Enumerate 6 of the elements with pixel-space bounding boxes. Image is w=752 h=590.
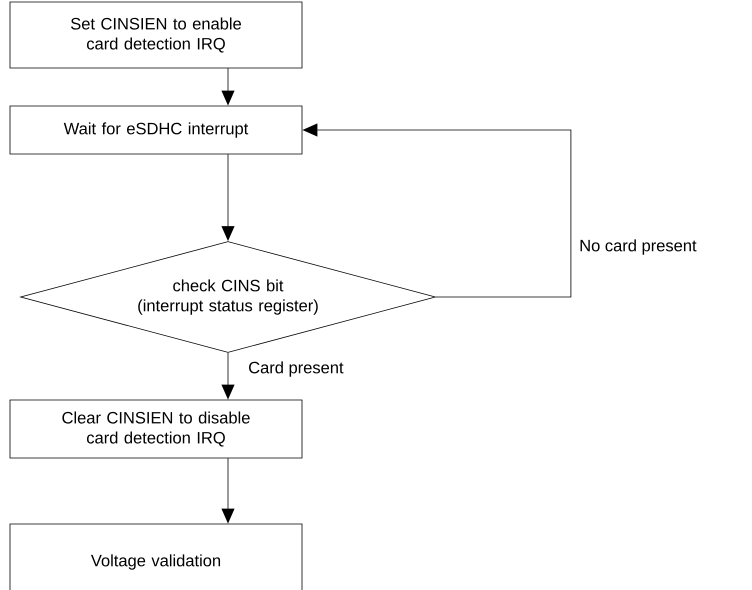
edge-label: No card present: [578, 238, 698, 256]
process-box: Voltage validation: [10, 524, 302, 590]
process-box: Wait for eSDHC interrupt: [10, 106, 302, 154]
process-box: Clear CINSIEN to disable card detection IRQ: [10, 400, 302, 458]
process-box: Set CINSIEN to enable card detection IRQ: [10, 2, 302, 68]
edge-label: Card present: [247, 360, 345, 378]
